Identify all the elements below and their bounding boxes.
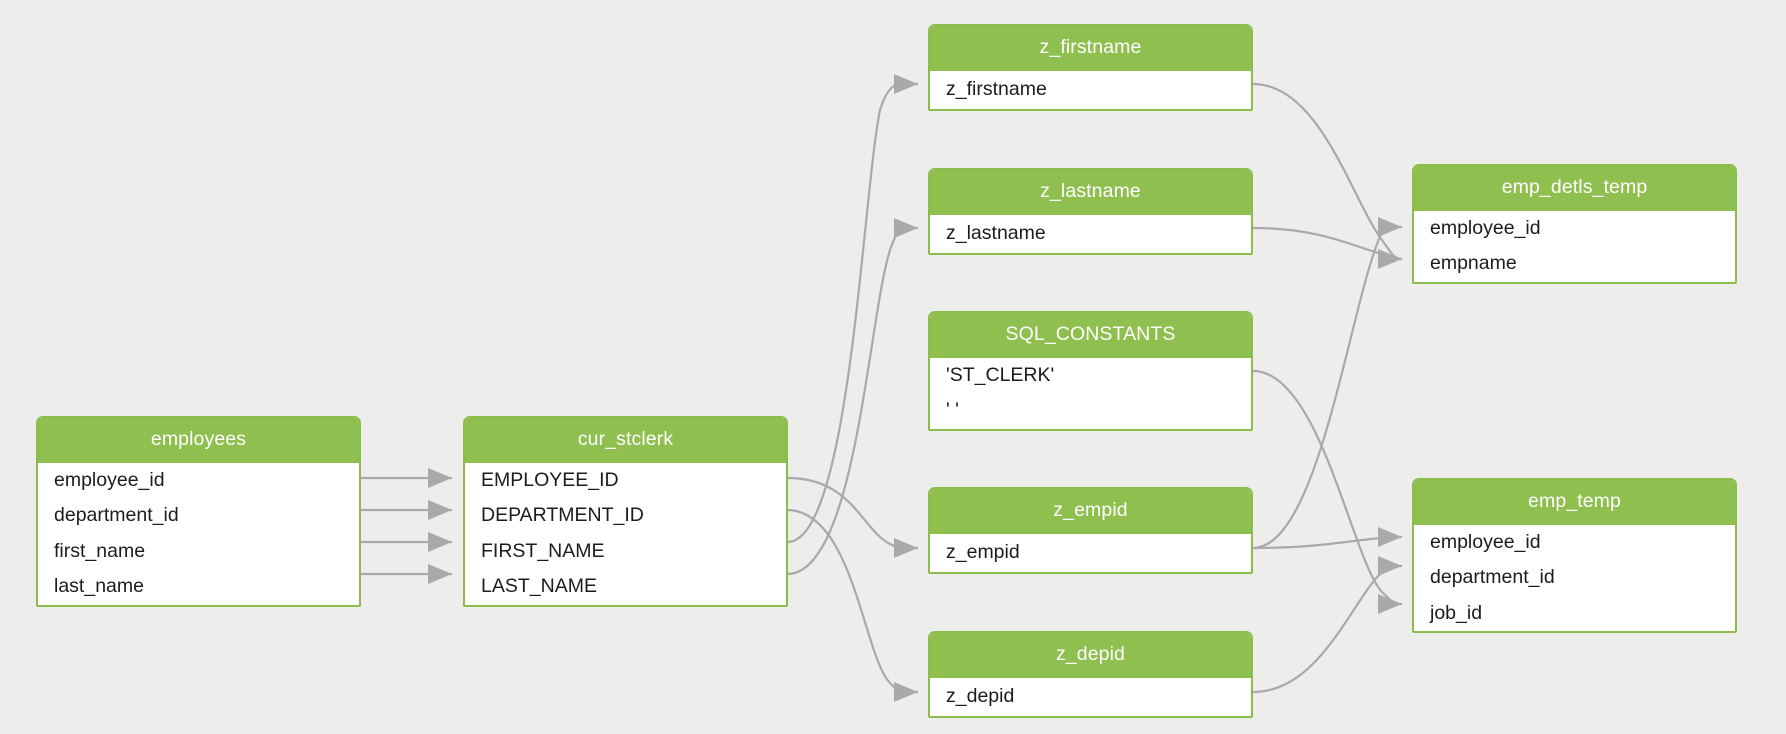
node-z_empid[interactable]: z_empid z_empid xyxy=(928,487,1253,574)
node-body-z_lastname: z_lastname xyxy=(930,214,1251,253)
node-body-emp_temp: employee_id department_id job_id xyxy=(1414,524,1735,631)
node-row[interactable]: first_name xyxy=(54,539,146,562)
node-row[interactable]: ' ' xyxy=(946,399,959,421)
node-employees[interactable]: employees employee_id department_id first_n… xyxy=(36,416,361,607)
arrowhead-emp_temp.job_id xyxy=(1378,594,1402,614)
arrowhead-cur_stclerk.DEPARTMENT_ID xyxy=(428,500,452,520)
node-body-SQL_CONSTANTS: 'ST_CLERK' ' ' xyxy=(930,357,1251,429)
node-row[interactable]: last_name xyxy=(54,575,144,597)
node-row[interactable]: job_id xyxy=(1430,601,1483,624)
arrowhead-cur_stclerk.LAST_NAME xyxy=(428,564,452,584)
node-title-employees: employees xyxy=(38,418,359,463)
node-SQL_CONSTANTS[interactable]: SQL_CONSTANTS 'ST_CLERK' ' ' xyxy=(928,311,1253,431)
node-row[interactable]: z_lastname xyxy=(946,221,1046,244)
node-title-z_lastname: z_lastname xyxy=(930,170,1251,215)
node-row[interactable]: DEPARTMENT_ID xyxy=(481,504,644,526)
edge-SQL_CONSTANTS.'ST_CLERK'-to-emp_temp.job_id xyxy=(1252,369,1403,606)
node-row[interactable]: FIRST_NAME xyxy=(481,539,605,562)
node-z_firstname[interactable]: z_firstname z_firstname xyxy=(928,24,1253,111)
edge-z_firstname.z_firstname-to-emp_detls_temp.empname xyxy=(1252,82,1403,261)
node-row[interactable]: employee_id xyxy=(1430,216,1541,239)
arrowhead-z_firstname.z_firstname xyxy=(894,74,918,94)
node-row[interactable]: employee_id xyxy=(1430,530,1541,553)
node-body-cur_stclerk: EMPLOYEE_ID DEPARTMENT_ID FIRST_NAME LAST_N… xyxy=(465,462,786,605)
node-title-SQL_CONSTANTS: SQL_CONSTANTS xyxy=(930,313,1251,358)
node-z_depid[interactable]: z_depid z_depid xyxy=(928,631,1253,718)
edge-cur_stclerk.EMPLOYEE_ID-to-z_empid.z_empid xyxy=(787,476,919,550)
node-row[interactable]: z_empid xyxy=(946,540,1020,563)
node-title-z_empid: z_empid xyxy=(930,489,1251,534)
arrowhead-cur_stclerk.FIRST_NAME xyxy=(428,532,452,552)
edge-z_empid.z_empid-to-emp_temp.employee_id xyxy=(1252,535,1403,550)
node-body-employees: employee_id department_id first_name last_n… xyxy=(38,462,359,605)
arrowhead-emp_temp.employee_id xyxy=(1378,527,1402,547)
node-row[interactable]: employee_id xyxy=(54,468,165,491)
arrowhead-emp_detls_temp.empname xyxy=(1378,249,1402,269)
arrowhead-z_empid.z_empid xyxy=(894,538,918,558)
node-title-z_depid: z_depid xyxy=(930,633,1251,678)
node-row[interactable]: department_id xyxy=(1430,566,1555,588)
arrowhead-emp_temp.department_id xyxy=(1378,556,1402,576)
edge-z_empid.z_empid-to-emp_detls_temp.employee_id xyxy=(1252,225,1403,550)
node-row[interactable]: z_firstname xyxy=(946,77,1047,100)
arrowhead-z_lastname.z_lastname xyxy=(894,218,918,238)
node-row[interactable]: LAST_NAME xyxy=(481,575,597,597)
node-z_lastname[interactable]: z_lastname z_lastname xyxy=(928,168,1253,255)
node-row[interactable]: z_depid xyxy=(946,684,1015,707)
arrowhead-emp_detls_temp.employee_id xyxy=(1378,217,1402,237)
node-title-cur_stclerk: cur_stclerk xyxy=(465,418,786,463)
arrowhead-z_depid.z_depid xyxy=(894,682,918,702)
arrowhead-cur_stclerk.EMPLOYEE_ID xyxy=(428,468,452,488)
node-body-z_empid: z_empid xyxy=(930,533,1251,572)
node-emp_temp[interactable]: emp_temp employee_id department_id job_id xyxy=(1412,478,1737,633)
edge-z_lastname.z_lastname-to-emp_detls_temp.empname xyxy=(1252,226,1403,261)
node-body-z_depid: z_depid xyxy=(930,677,1251,716)
node-title-emp_detls_temp: emp_detls_temp xyxy=(1414,166,1735,211)
edge-cur_stclerk.FIRST_NAME-to-z_firstname.z_firstname xyxy=(787,82,919,544)
node-body-z_firstname: z_firstname xyxy=(930,70,1251,109)
node-title-z_firstname: z_firstname xyxy=(930,26,1251,71)
node-row[interactable]: empname xyxy=(1430,252,1517,274)
node-row[interactable]: EMPLOYEE_ID xyxy=(481,468,619,491)
edge-z_depid.z_depid-to-emp_temp.department_id xyxy=(1252,564,1403,694)
edge-cur_stclerk.LAST_NAME-to-z_lastname.z_lastname xyxy=(787,226,919,576)
node-title-emp_temp: emp_temp xyxy=(1414,480,1735,525)
node-row[interactable]: 'ST_CLERK' xyxy=(946,363,1055,386)
node-row[interactable]: department_id xyxy=(54,504,179,526)
edge-cur_stclerk.DEPARTMENT_ID-to-z_depid.z_depid xyxy=(787,508,919,694)
